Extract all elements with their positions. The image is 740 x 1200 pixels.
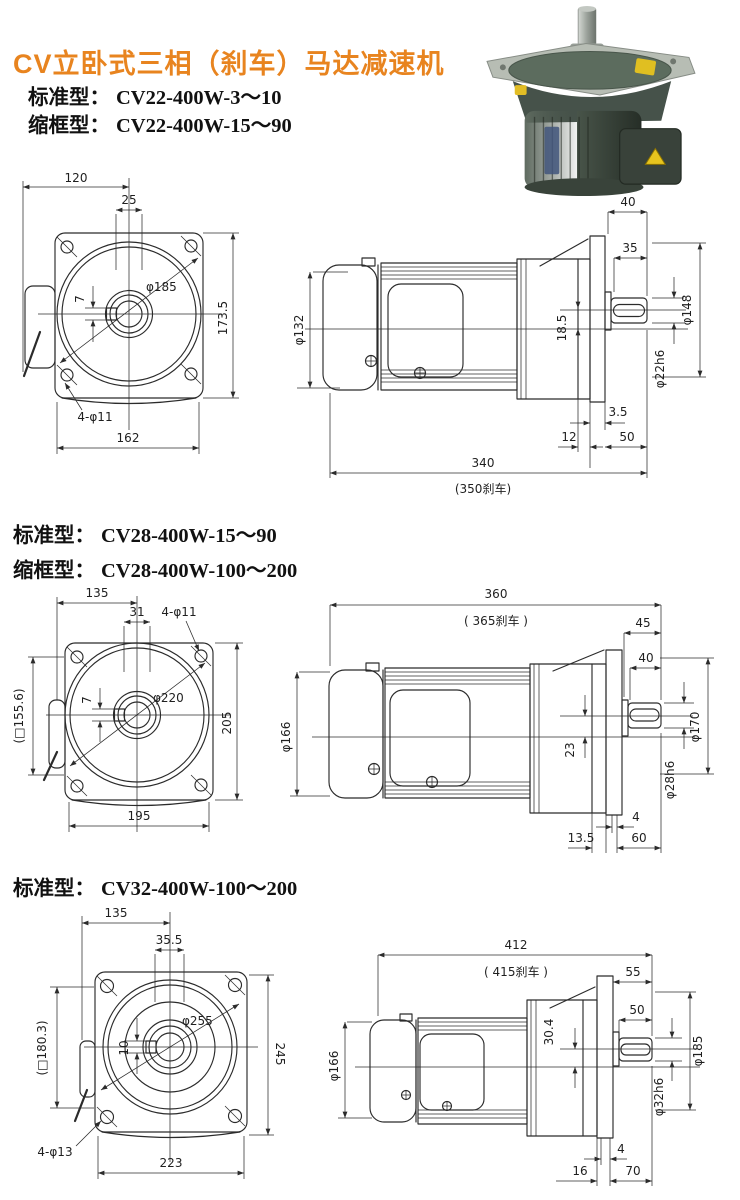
cv28-front-view: 135 31 4-φ11 (□155.6) φ220 7 205 195 [12,586,243,832]
dim-shaft-width: 25 [121,193,136,207]
line-work [312,649,695,816]
dim-gap: 3.5 [608,405,627,419]
dim-top-width: 135 [105,906,128,920]
dim-shaft-dia: φ32h6 [652,1078,666,1116]
product-photo [486,5,696,197]
dim-brake-gap: 12 [561,430,576,444]
model-line-cv32-standard: 标准型： CV32-400W-100～200 [13,871,297,901]
motor-illustration [486,5,696,197]
dim-flange-dia: φ185 [691,1036,705,1067]
dim-top-width: 135 [86,586,109,600]
cv32-side-view: 412 ( 415刹车 ) 55 50 30.4 φ166 φ185 [327,938,705,1186]
dimensions: φ132 40 35 18.5 φ148 φ22h6 [292,195,706,496]
dim-holes: 4-φ13 [37,1145,72,1159]
model-code: CV22-400W-15～90 [116,115,292,137]
dim-flange-to-tip: 60 [631,831,646,845]
dimensions: 412 ( 415刹车 ) 55 50 30.4 φ166 φ185 [327,938,705,1186]
dim-holes: 4-φ11 [77,410,112,424]
dim-key-width: 7 [80,696,94,704]
dim-flange-dia: φ148 [680,295,694,326]
dim-flange-to-tip: 50 [619,430,634,444]
dim-bolt-circle: φ220 [153,691,184,705]
dim-shaft-len: 50 [629,1003,644,1017]
dim-body-dia: φ166 [327,1051,341,1082]
dim-gap: 4 [617,1142,625,1156]
dimensions: 135 35.5 (□180.3) φ255 10 245 4-φ13 223 [35,906,287,1179]
dim-brake-gap: 16 [572,1164,587,1178]
line-work [305,235,688,403]
dim-shaft-dia: φ28h6 [663,761,677,799]
yellow-plug-icon [514,85,527,96]
dim-total-length: 412 [505,938,528,952]
dim-total-length: 340 [472,456,495,470]
dim-offset: 30.4 [542,1019,556,1046]
dim-total-brake: ( 365刹车 ) [464,613,528,628]
dim-bolt-circle: φ255 [182,1014,213,1028]
warning-label-icon [634,58,656,76]
cv32-front-view: 135 35.5 (□180.3) φ255 10 245 4-φ13 223 [35,906,287,1179]
dim-body-dia: φ132 [292,315,306,346]
dim-gap: 4 [632,810,640,824]
line-work [73,912,258,1162]
dim-frame-square: (□155.6) [12,688,26,743]
dim-total-brake: (350刹车) [455,481,511,496]
dim-key-width: 7 [73,295,87,303]
dim-bolt-circle: φ185 [146,280,177,294]
model-type-label: 标准型： [28,87,110,109]
model-code: CV28-400W-15～90 [101,525,277,547]
dim-height: 205 [220,712,234,735]
dim-frame-square: (□180.3) [35,1020,49,1075]
dim-total-length: 360 [485,587,508,601]
cv28-side-view: 360 ( 365刹车 ) 45 40 23 φ166 φ170 [279,587,714,853]
dimensions: 360 ( 365刹车 ) 45 40 23 φ166 φ170 [279,587,714,853]
dim-offset: 23 [563,742,577,757]
dim-holes: 4-φ11 [161,605,196,619]
dim-bottom-width: 195 [128,809,151,823]
dim-shaft-width: 35.5 [156,933,183,947]
model-line-cv28-standard: 标准型： CV28-400W-15～90 [13,518,277,548]
model-type-label: 标准型： [13,525,95,547]
dim-body-dia: φ166 [279,722,293,753]
dimensions: 120 25 7 φ185 173.5 4-φ11 162 [22,171,239,454]
dim-top: 45 [635,616,650,630]
model-line-cv22-standard: 标准型： CV22-400W-3～10 [28,80,282,110]
dim-flange-dia: φ170 [688,712,702,743]
dim-height: 173.5 [216,301,230,335]
dimensions: 135 31 4-φ11 (□155.6) φ220 7 205 195 [12,586,243,832]
dim-top: 40 [620,195,635,209]
model-code: CV32-400W-100～200 [101,878,298,900]
model-code: CV28-400W-100～200 [101,560,298,582]
model-line-cv22-compact: 缩框型： CV22-400W-15～90 [28,108,292,138]
line-work [355,975,700,1139]
model-type-label: 缩框型： [13,560,95,582]
line-work [42,596,230,832]
dim-shaft-len: 35 [622,241,637,255]
model-type-label: 标准型： [13,878,95,900]
cv22-front-view: 120 25 7 φ185 173.5 4-φ11 162 [22,171,239,454]
model-line-cv28-compact: 缩框型： CV28-400W-100～200 [13,553,297,583]
warning-triangle-icon [644,147,667,165]
dim-brake-gap: 13.5 [568,831,595,845]
dim-bottom-width: 162 [117,431,140,445]
dim-shaft-width: 31 [129,605,144,619]
dim-shaft-len: 40 [638,651,653,665]
cv22-side-view: φ132 40 35 18.5 φ148 φ22h6 [292,195,706,496]
dim-offset: 18.5 [555,315,569,342]
dim-flange-to-tip: 70 [625,1164,640,1178]
dim-top: 55 [625,965,640,979]
dim-bottom-width: 223 [160,1156,183,1170]
dim-height: 245 [273,1043,287,1066]
page-title: CV立卧式三相（刹车）马达减速机 [13,49,445,79]
model-type-label: 缩框型： [28,115,110,137]
dim-shaft-dia: φ22h6 [653,350,667,388]
line-work [22,178,222,430]
dim-total-brake: ( 415刹车 ) [484,964,548,979]
dim-key-width: 10 [117,1040,131,1055]
model-code: CV22-400W-3～10 [116,87,282,109]
dim-top-width: 120 [65,171,88,185]
